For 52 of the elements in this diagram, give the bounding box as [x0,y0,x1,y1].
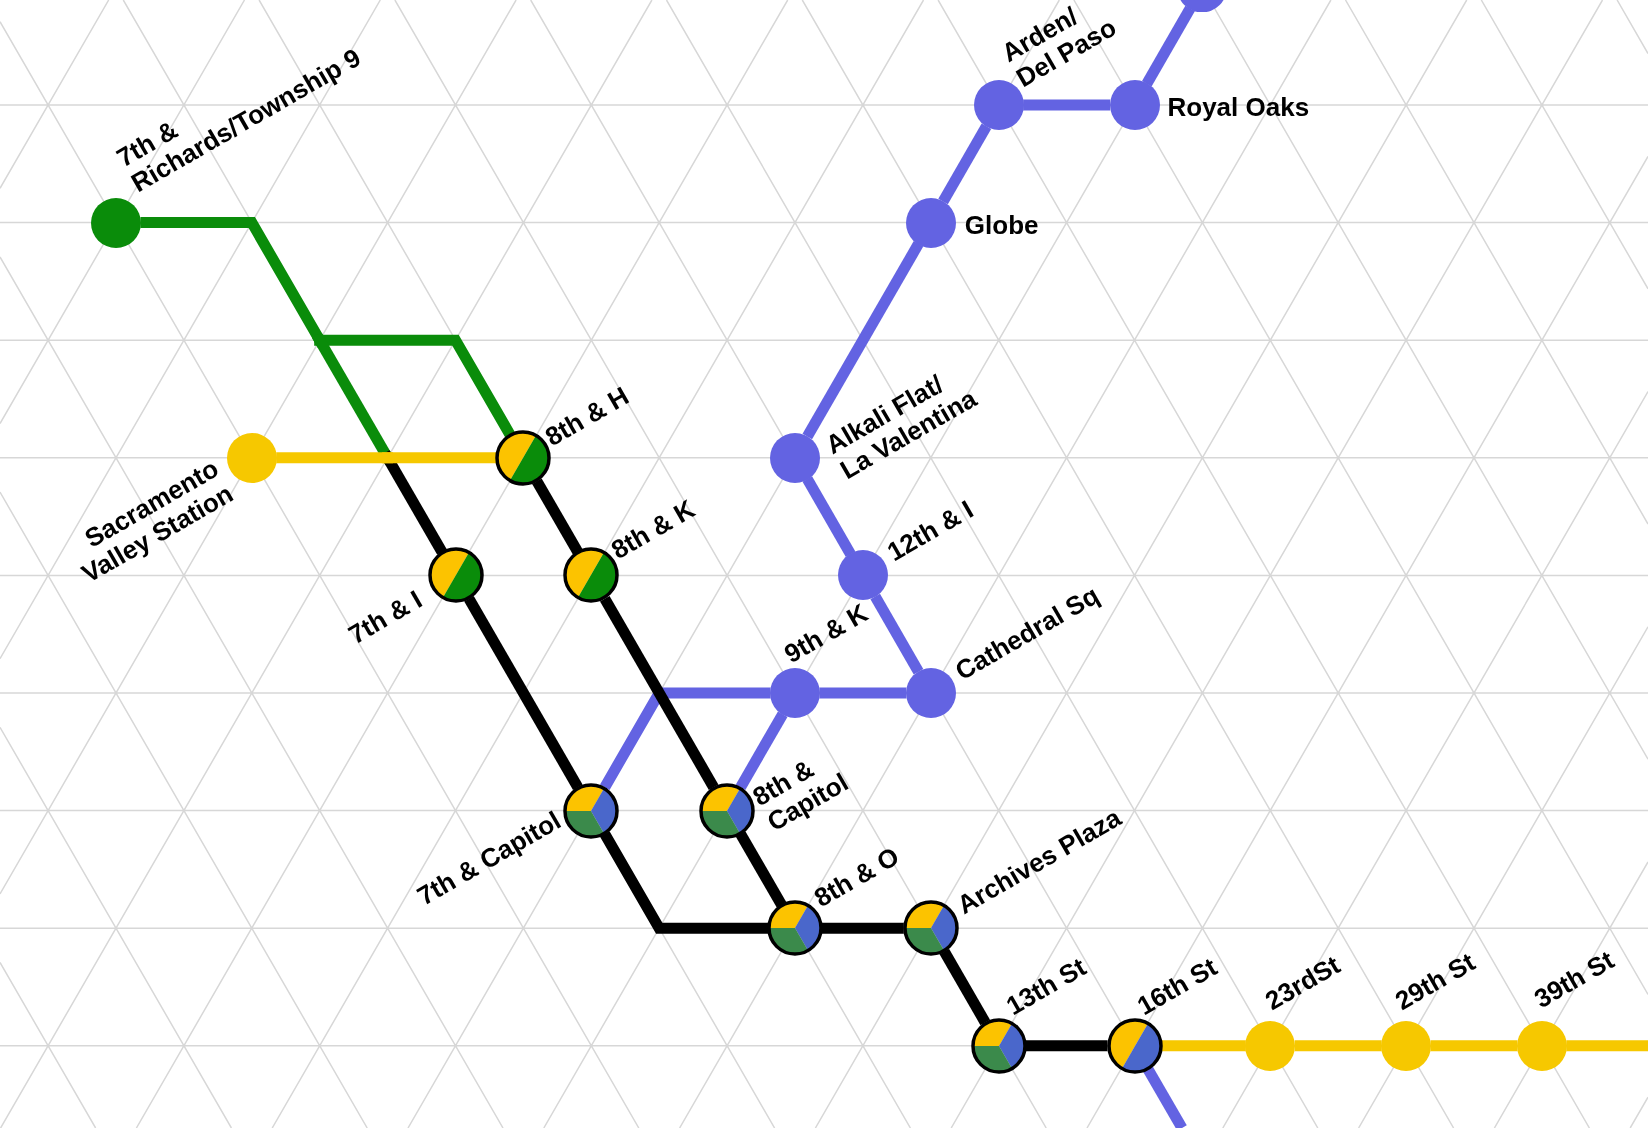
transit-line [600,687,771,790]
transit-line [819,687,907,699]
transit-line [532,478,583,555]
station-dot [1245,1020,1296,1071]
transit-line [600,596,719,790]
station-dot [770,432,820,483]
station-label: 39th St [1529,945,1619,1014]
station-label: 8th & H [540,381,635,452]
transfer-station-dot [902,900,959,957]
transit-line [735,831,787,908]
transfer-station-dot [970,1017,1027,1074]
transit-line [382,452,497,464]
transfer-station-dot [1106,1017,1163,1074]
transit-line [1142,5,1195,87]
station-label: Royal Oaks [1167,92,1310,122]
station-dot [1381,1020,1432,1071]
transit-line [1294,1040,1382,1052]
station-dot [837,550,888,601]
transit-line [1566,1040,1648,1052]
transit-line [939,948,990,1026]
station-label: 8th & O [809,841,905,914]
station-label: 9th & K [779,598,873,669]
transit-line [1023,99,1110,111]
station-label: Globe [964,210,1039,240]
transit-line [802,476,856,557]
station-dot [226,432,277,483]
station-dot [1109,80,1160,130]
transit-line [1143,1066,1187,1128]
transit-line [600,831,768,934]
station-dot [905,197,956,248]
transit-line [822,922,904,934]
station-label: 29th St [1390,947,1481,1016]
station-dot [1516,1020,1567,1071]
station-dot [905,668,956,718]
station-label: 13th St [1001,952,1091,1021]
transfer-station-dot [563,782,620,839]
station-dot [91,197,141,248]
transfer-station-dot [427,547,484,604]
station-label: 12th & I [882,495,979,568]
transit-line [870,593,924,675]
transit-line [1430,1040,1518,1052]
transit-line [735,711,788,790]
station-dot [770,668,820,718]
transit-line [1025,1040,1108,1052]
station-label: 8th & K [606,494,701,566]
transit-line [938,123,992,205]
station-label: 7th & I [343,585,427,651]
transit-line [1161,1040,1246,1052]
station-label: 16th St [1132,952,1222,1021]
transit-line [314,334,515,438]
transit-line [464,596,583,790]
transit-line [802,241,924,440]
